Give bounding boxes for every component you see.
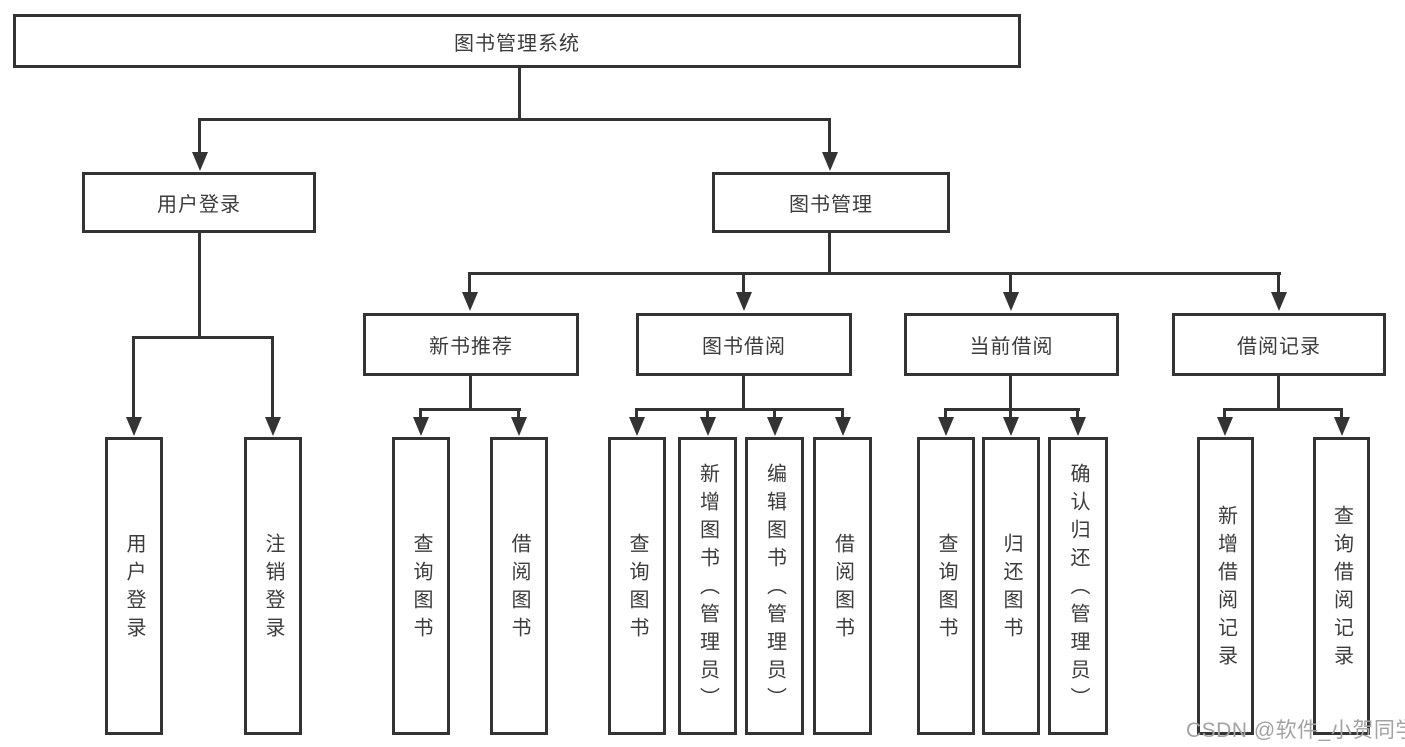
connector-line [271, 336, 274, 420]
node-query-books-borrow: 查询图书 [608, 437, 666, 735]
arrow-down-icon [835, 417, 851, 436]
arrow-down-icon [767, 417, 783, 436]
node-edit-book-admin: 编辑图书（管理员） [745, 437, 804, 735]
node-user-login: 用户登录 [82, 172, 316, 233]
arrow-down-icon [413, 417, 429, 436]
connector-line [635, 408, 638, 420]
node-add-borrow-record: 新增借阅记录 [1197, 437, 1254, 735]
connector-line [469, 375, 472, 410]
connector-line [742, 272, 745, 296]
csdn-watermark: CSDN @软件_小贺同学 [1186, 719, 1405, 742]
arrow-down-icon [736, 292, 752, 311]
node-borrow-records: 借阅记录 [1172, 313, 1386, 376]
node-book-borrow: 图书借阅 [636, 313, 852, 376]
connector-line [1223, 408, 1343, 411]
connector-line [742, 375, 745, 410]
node-logout-leaf: 注销登录 [244, 437, 302, 735]
connector-line [1277, 375, 1280, 410]
connector-line [828, 118, 831, 155]
arrow-down-icon [938, 417, 954, 436]
connector-line [198, 118, 201, 155]
arrow-down-icon [192, 152, 208, 171]
connector-line [1009, 272, 1012, 296]
connector-line [517, 408, 520, 420]
node-user-login-leaf: 用户登录 [105, 437, 163, 735]
connector-line [198, 118, 831, 121]
node-new-book-recommend: 新书推荐 [363, 313, 579, 376]
connector-line [1076, 408, 1079, 420]
connector-line [198, 233, 201, 338]
connector-line [841, 408, 844, 420]
connector-line [518, 68, 521, 120]
arrow-down-icon [1217, 417, 1233, 436]
connector-line [1009, 375, 1012, 410]
connector-line [944, 408, 1080, 411]
node-confirm-return-admin: 确认归还（管理员） [1048, 437, 1108, 735]
connector-line [944, 408, 947, 420]
connector-line [132, 336, 274, 339]
arrow-down-icon [511, 417, 527, 436]
node-current-borrow: 当前借阅 [904, 313, 1119, 376]
connector-line [419, 408, 521, 411]
connector-line [468, 272, 471, 296]
node-borrow-books-leaf: 借阅图书 [813, 437, 872, 735]
node-query-borrow-record: 查询借阅记录 [1313, 437, 1370, 735]
arrow-down-icon [822, 152, 838, 171]
arrow-down-icon [700, 417, 716, 436]
node-book-management: 图书管理 [712, 172, 950, 233]
arrow-down-icon [1271, 292, 1287, 311]
arrow-down-icon [1070, 417, 1086, 436]
node-borrow-books-recommend: 借阅图书 [490, 437, 548, 735]
node-query-books-current: 查询图书 [917, 437, 975, 735]
connector-line [1340, 408, 1343, 420]
connector-line [773, 408, 776, 420]
arrow-down-icon [1003, 417, 1019, 436]
connector-line [468, 272, 1281, 275]
arrow-down-icon [629, 417, 645, 436]
connector-line [1223, 408, 1226, 420]
arrow-down-icon [462, 292, 478, 311]
arrow-down-icon [265, 417, 281, 436]
connector-line [828, 233, 831, 274]
node-query-books-recommend: 查询图书 [392, 437, 450, 735]
node-root: 图书管理系统 [13, 14, 1021, 68]
arrow-down-icon [1334, 417, 1350, 436]
connector-line [419, 408, 422, 420]
connector-line [1277, 272, 1280, 296]
node-return-books: 归还图书 [982, 437, 1040, 735]
arrow-down-icon [1003, 292, 1019, 311]
arrow-down-icon [126, 417, 142, 436]
node-add-book-admin: 新增图书（管理员） [678, 437, 737, 735]
connector-line [706, 408, 709, 420]
connector-line [635, 408, 844, 411]
connector-line [1009, 408, 1012, 420]
connector-line [132, 336, 135, 420]
